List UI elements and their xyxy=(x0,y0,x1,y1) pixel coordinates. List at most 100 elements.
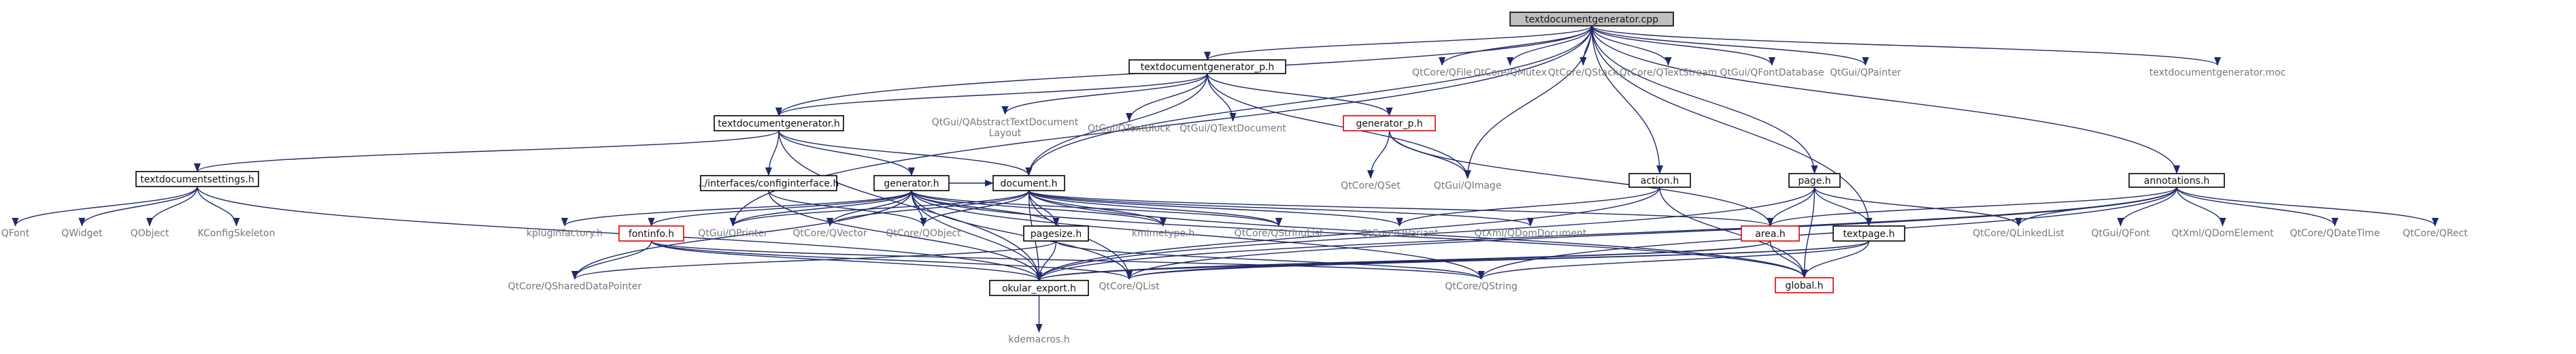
node-textdocumentgenerator-cpp[interactable]: textdocumentgenerator.cpp xyxy=(1509,12,1674,27)
edge-n20-to-n35 xyxy=(1396,187,1660,227)
edge-n21-to-n38 xyxy=(1813,187,1873,227)
node-action-h[interactable]: action.h xyxy=(1628,173,1691,188)
node-box xyxy=(1628,173,1691,188)
edge-n0-to-n17 xyxy=(1025,25,1592,176)
node-box xyxy=(1128,59,1286,74)
edge-n13-to-n37 xyxy=(1388,130,1774,227)
edge-n0-to-n8 xyxy=(1591,25,2221,66)
edge-n17-to-n30 xyxy=(826,190,1030,227)
node-label: QtCore/QMutex xyxy=(1473,67,1547,78)
edge-n37-to-n46 xyxy=(1126,240,1771,280)
node-fontinfo-h[interactable]: fontinfo.h xyxy=(618,225,684,242)
edge-n21-to-n45 xyxy=(1035,187,1816,281)
edge-n20-to-n45 xyxy=(1035,187,1660,281)
edge-n0-to-n20 xyxy=(1591,25,1664,174)
edge-n22-to-n37 xyxy=(1767,187,2177,227)
node-textdocumentgenerator-p-h[interactable]: textdocumentgenerator_p.h xyxy=(1128,59,1286,74)
edge-n28-to-n47 xyxy=(650,240,1485,280)
node-generator-p-h[interactable]: generator_p.h xyxy=(1343,115,1436,131)
edge-n14-to-n25 xyxy=(146,186,198,227)
node-box xyxy=(1741,225,1800,242)
node-okular-export-h[interactable]: okular_export.h xyxy=(989,280,1089,296)
node-qtgui-qtextblock: QtGui/QTextBlock xyxy=(1088,123,1171,134)
node-label: QFont xyxy=(1,228,30,239)
node-label: textdocumentgenerator.cpp xyxy=(1525,14,1658,25)
node-label: textdocumentsettings.h xyxy=(140,174,254,185)
node-label: QtGui/QTextDocument xyxy=(1180,123,1286,134)
node-label: QtGui/QPainter xyxy=(1830,67,1901,78)
edge-n22-to-n40 xyxy=(2117,187,2177,227)
node-qtcore-qstringlist: QtCore/QStringList xyxy=(1235,228,1324,239)
edge-n17-to-n37 xyxy=(1028,190,1774,227)
node-label: pagesize.h xyxy=(1031,229,1082,240)
edge-n13-to-n18 xyxy=(1367,130,1390,179)
node-box xyxy=(1343,115,1436,131)
node-qtxml-qdomdocument: QtXml/QDomDocument xyxy=(1475,228,1587,239)
edge-n9-to-n16 xyxy=(778,130,915,176)
edge-n0-to-n5 xyxy=(1591,25,1672,66)
node-label: textdocumentgenerator.moc xyxy=(2150,67,2286,78)
edge-n17-to-n31 xyxy=(920,190,1030,227)
node-qtxml-qdomelement: QtXml/QDomElement xyxy=(2171,228,2274,239)
edge-n14-to-n45 xyxy=(197,186,1043,281)
node-document-h[interactable]: document.h xyxy=(992,175,1065,191)
edge-n14-to-n23 xyxy=(12,186,198,227)
node-qtcore-qstack: QtCore/QStack xyxy=(1548,67,1619,78)
node-qtcore-qrect: QtCore/QRect xyxy=(2403,228,2468,239)
node-label: ../interfaces/configinterface.h xyxy=(699,178,839,189)
node-box xyxy=(873,175,950,191)
edge-n32-to-n45 xyxy=(1035,240,1057,281)
node-kpluginfactory-h: kpluginfactory.h xyxy=(526,228,603,239)
node-pagesize-h[interactable]: pagesize.h xyxy=(1023,225,1089,242)
edge-n21-to-n48 xyxy=(1801,187,1816,278)
edge-n0-to-n19 xyxy=(1464,25,1592,179)
edge-n22-to-n41 xyxy=(2176,187,2226,227)
node-qtcore-qset: QtCore/QSet xyxy=(1341,180,1401,191)
edge-n1-to-n12 xyxy=(1207,73,1237,122)
node-label: global.h xyxy=(1785,280,1823,291)
node-label: QtCore/QSharedDataPointer xyxy=(508,281,642,292)
node-generator-h[interactable]: generator.h xyxy=(873,175,950,191)
edge-n0-to-n21 xyxy=(1591,25,1818,174)
edge-n28-to-n44 xyxy=(571,240,652,280)
node-label: kpluginfactory.h xyxy=(526,228,603,239)
edge-n1-to-n19 xyxy=(1207,73,1471,179)
node-page-h[interactable]: page.h xyxy=(1788,173,1841,188)
node-box xyxy=(1833,225,1905,242)
edge-n0-to-n2 xyxy=(1439,25,1592,66)
edge-n1-to-n13 xyxy=(1207,73,1393,116)
node-textdocumentgenerator-h[interactable]: textdocumentgenerator.h xyxy=(714,115,844,131)
node-label: QtCore/QObject xyxy=(886,228,961,239)
node-qtgui-qpainter: QtGui/QPainter xyxy=(1830,67,1901,78)
node-qtcore-qlist: QtCore/QList xyxy=(1099,281,1160,292)
node-label: QtCore/QStack xyxy=(1548,67,1619,78)
node-box xyxy=(135,171,259,187)
node-interfaces-configinterface-h[interactable]: ../interfaces/configinterface.h xyxy=(699,175,839,191)
node-textpage-h[interactable]: textpage.h xyxy=(1833,225,1905,242)
node-qtcore-qfile: QtCore/QFile xyxy=(1412,67,1472,78)
node-label: QtXml/QDomElement xyxy=(2171,228,2274,239)
node-label: QtCore/QLinkedList xyxy=(1973,228,2064,239)
node-area-h[interactable]: area.h xyxy=(1741,225,1800,242)
node-label: textpage.h xyxy=(1843,229,1895,240)
node-label: QtGui/QAbstractTextDocument xyxy=(932,117,1079,128)
node-annotations-h[interactable]: annotations.h xyxy=(2128,173,2225,188)
node-qwidget: QWidget xyxy=(61,228,103,239)
edge-n9-to-n15 xyxy=(765,130,780,176)
node-label: textdocumentgenerator_p.h xyxy=(1141,62,1275,73)
node-qtcore-qdatetime: QtCore/QDateTime xyxy=(2290,228,2379,239)
node-label: document.h xyxy=(1001,178,1058,189)
node-qtcore-qlinkedlist: QtCore/QLinkedList xyxy=(1973,228,2064,239)
node-label: QtCore/QSet xyxy=(1341,180,1401,191)
node-label: QtCore/QVariant xyxy=(1360,228,1439,239)
edge-n22-to-n42 xyxy=(2176,187,2339,227)
node-label: QObject xyxy=(131,228,169,239)
edge-n17-to-n36 xyxy=(1028,190,1534,227)
node-box xyxy=(989,280,1089,296)
edge-n1-to-n17 xyxy=(1025,73,1208,176)
edge-n9-to-n14 xyxy=(194,130,780,172)
node-textdocumentsettings-h[interactable]: textdocumentsettings.h xyxy=(135,171,259,187)
node-global-h[interactable]: global.h xyxy=(1775,277,1834,293)
